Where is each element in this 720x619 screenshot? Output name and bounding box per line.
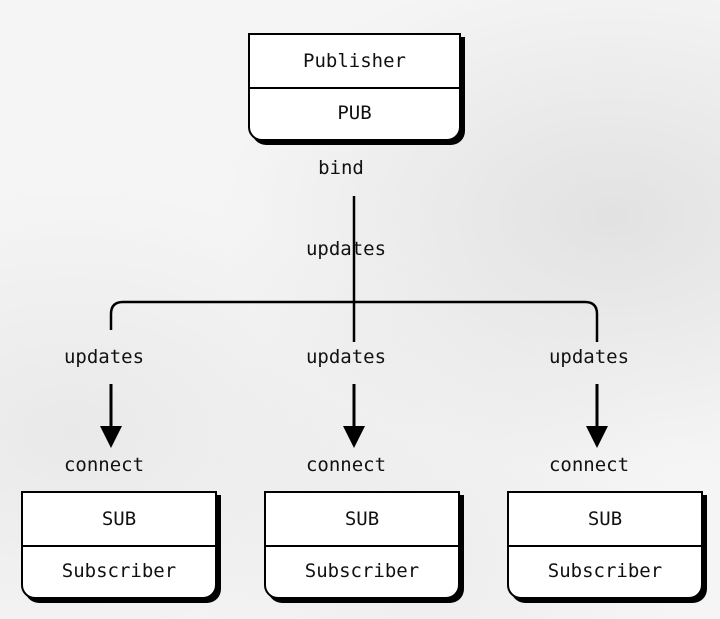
trunk-updates-label: updates xyxy=(305,238,387,260)
sub-connect-label-3: connect xyxy=(548,454,630,476)
sub-updates-label-2: updates xyxy=(305,346,387,368)
sub-connect-label-2: connect xyxy=(305,454,387,476)
publisher-node: Publisher PUB xyxy=(248,33,461,141)
publisher-name: Publisher xyxy=(250,35,459,89)
subscriber-node-1: SUB Subscriber xyxy=(21,491,217,599)
sub-updates-label-1: updates xyxy=(63,346,145,368)
sub-updates-label-3: updates xyxy=(548,346,630,368)
arrow-head-3 xyxy=(586,426,608,448)
subscriber-name-3: Subscriber xyxy=(547,560,663,582)
bind-label: bind xyxy=(318,157,364,179)
subscriber-socket-1: SUB xyxy=(23,493,215,547)
subscriber-node-3: SUB Subscriber xyxy=(507,491,703,599)
subscriber-socket-2: SUB xyxy=(266,493,458,547)
branch-bar xyxy=(109,300,599,342)
subscriber-socket-3: SUB xyxy=(509,493,701,547)
sub-connect-label-1: connect xyxy=(63,454,145,476)
arrow-head-1 xyxy=(100,426,122,448)
subscriber-name-1: Subscriber xyxy=(61,560,177,582)
subscriber-node-2: SUB Subscriber xyxy=(264,491,460,599)
publisher-socket: PUB xyxy=(337,102,372,124)
arrow-head-2 xyxy=(343,426,365,448)
subscriber-name-2: Subscriber xyxy=(304,560,420,582)
